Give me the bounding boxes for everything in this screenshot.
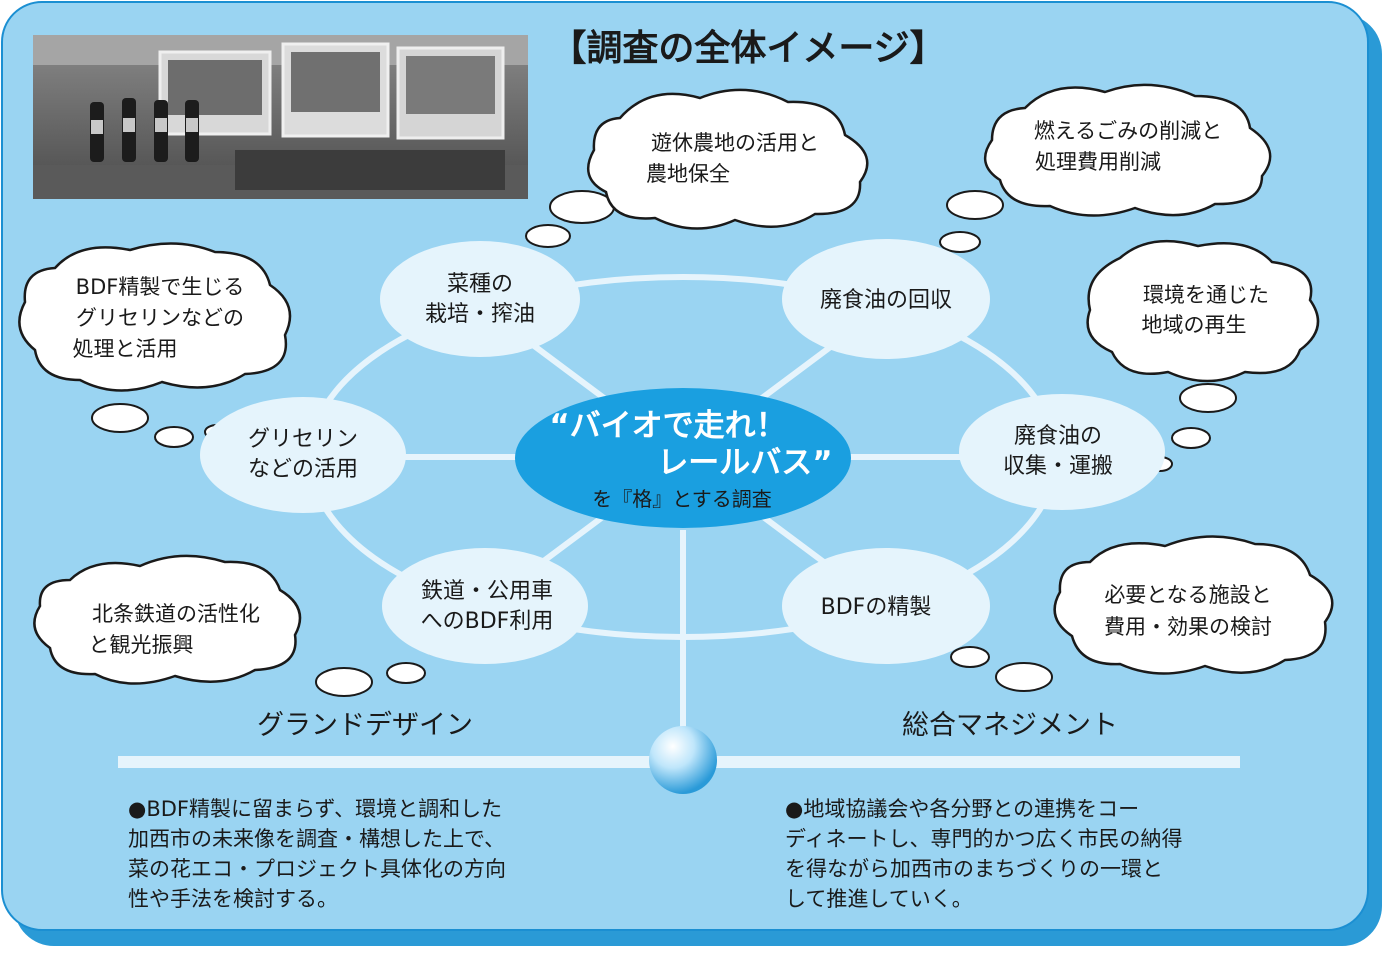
cloud-glycerin-processing-line3: 処理と活用 bbox=[73, 337, 178, 361]
node-oil-transport-line1: 廃食油の bbox=[1014, 424, 1102, 449]
total-management-text: ●地域協議会や各分野との連携をコー ディネートし、専門的かつ広く市民の納得 を得… bbox=[785, 797, 1183, 911]
node-oil-transport: 廃食油の 収集・運搬 bbox=[959, 394, 1165, 510]
center-sphere bbox=[649, 726, 717, 794]
cloud-waste-reduction-line2: 処理費用削減 bbox=[1035, 150, 1161, 174]
node-bdf-refining-line1: BDFの精製 bbox=[821, 595, 932, 620]
center-title-line1: “バイオで走れ！ bbox=[549, 408, 786, 444]
node-oil-transport-line2: 収集・運搬 bbox=[1003, 454, 1113, 479]
ring-nodes: 菜種の 栽培・搾油 廃食油の回収 廃食油の 収集・運搬 BDFの精製 鉄道・公用… bbox=[200, 239, 1165, 664]
total-management-text-line3: を得ながら加西市のまちづくりの一環と bbox=[785, 857, 1163, 881]
center-subtitle: を『格』とする調査 bbox=[592, 487, 771, 511]
node-railway-bdf-line1: 鉄道・公用車 bbox=[421, 579, 553, 604]
center-node: “バイオで走れ！ レールバス” を『格』とする調査 bbox=[515, 388, 851, 528]
cloud-texts: 遊休農地の活用と 農地保全 燃えるごみの削減と 処理費用削減 環境を通じた 地域… bbox=[73, 119, 1273, 657]
node-glycerin: グリセリン などの活用 bbox=[200, 397, 406, 513]
cloud-railway-tourism bbox=[33, 554, 302, 685]
node-rapeseed-line1: 菜種の bbox=[447, 272, 513, 297]
cloud-farmland-line1: 遊休農地の活用と bbox=[651, 131, 819, 155]
grand-design-text-line4: 性や手法を検討する。 bbox=[128, 887, 338, 911]
grand-design-text: ●BDF精製に留まらず、環境と調和した 加西市の未来像を調査・構想した上で、 菜… bbox=[128, 797, 506, 911]
cloud-environment bbox=[1086, 239, 1320, 383]
grand-design-heading: グランドデザイン bbox=[257, 710, 473, 741]
cloud-farmland-line2: 農地保全 bbox=[646, 162, 730, 186]
node-glycerin-line1: グリセリン bbox=[248, 427, 358, 452]
cloud-railway-tourism-line1: 北条鉄道の活性化 bbox=[92, 602, 260, 626]
node-bdf-refining: BDFの精製 bbox=[782, 548, 990, 664]
page-title: 【調査の全体イメージ】 bbox=[550, 27, 945, 69]
grand-design-text-line1: ●BDF精製に留まらず、環境と調和した bbox=[128, 797, 502, 821]
cloud-facilities-line1: 必要となる施設と bbox=[1104, 583, 1271, 607]
total-management-heading: 総合マネジメント bbox=[902, 710, 1118, 741]
node-railway-bdf: 鉄道・公用車 へのBDF利用 bbox=[382, 548, 588, 664]
total-management-text-line2: ディネートし、専門的かつ広く市民の納得 bbox=[785, 827, 1183, 851]
cloud-environment-line2: 地域の再生 bbox=[1142, 313, 1247, 337]
grand-design-text-line3: 菜の花エコ・プロジェクト具体化の方向 bbox=[128, 857, 506, 881]
cloud-glycerin-processing-line1: BDF精製で生じる bbox=[76, 275, 245, 299]
cloud-glycerin-processing bbox=[18, 242, 292, 392]
grand-design-text-line2: 加西市の未来像を調査・構想した上で、 bbox=[128, 827, 505, 851]
thought-clouds bbox=[18, 83, 1334, 685]
node-rapeseed: 菜種の 栽培・搾油 bbox=[380, 241, 580, 357]
cloud-waste-reduction bbox=[983, 83, 1272, 217]
cloud-railway-tourism-line2: と観光振興 bbox=[89, 633, 194, 657]
node-railway-bdf-line2: へのBDF利用 bbox=[421, 609, 554, 634]
node-rapeseed-line2: 栽培・搾油 bbox=[425, 302, 535, 327]
node-oil-collection: 廃食油の回収 bbox=[782, 239, 990, 359]
node-glycerin-line2: などの活用 bbox=[248, 457, 358, 482]
cloud-facilities-line2: 費用・効果の検討 bbox=[1104, 615, 1272, 639]
cloud-glycerin-processing-line2: グリセリンなどの bbox=[76, 306, 244, 330]
exhibit-photo bbox=[33, 35, 528, 199]
node-oil-collection-line1: 廃食油の回収 bbox=[820, 288, 952, 313]
center-title-line2: レールバス” bbox=[657, 445, 832, 481]
cloud-environment-line1: 環境を通じた bbox=[1143, 283, 1269, 307]
total-management-text-line4: して推進していく。 bbox=[785, 887, 973, 911]
cloud-waste-reduction-line1: 燃えるごみの削減と bbox=[1034, 119, 1222, 143]
total-management-text-line1: ●地域協議会や各分野との連携をコー bbox=[785, 797, 1139, 821]
cloud-facilities bbox=[1053, 535, 1334, 675]
cloud-farmland bbox=[586, 88, 869, 230]
